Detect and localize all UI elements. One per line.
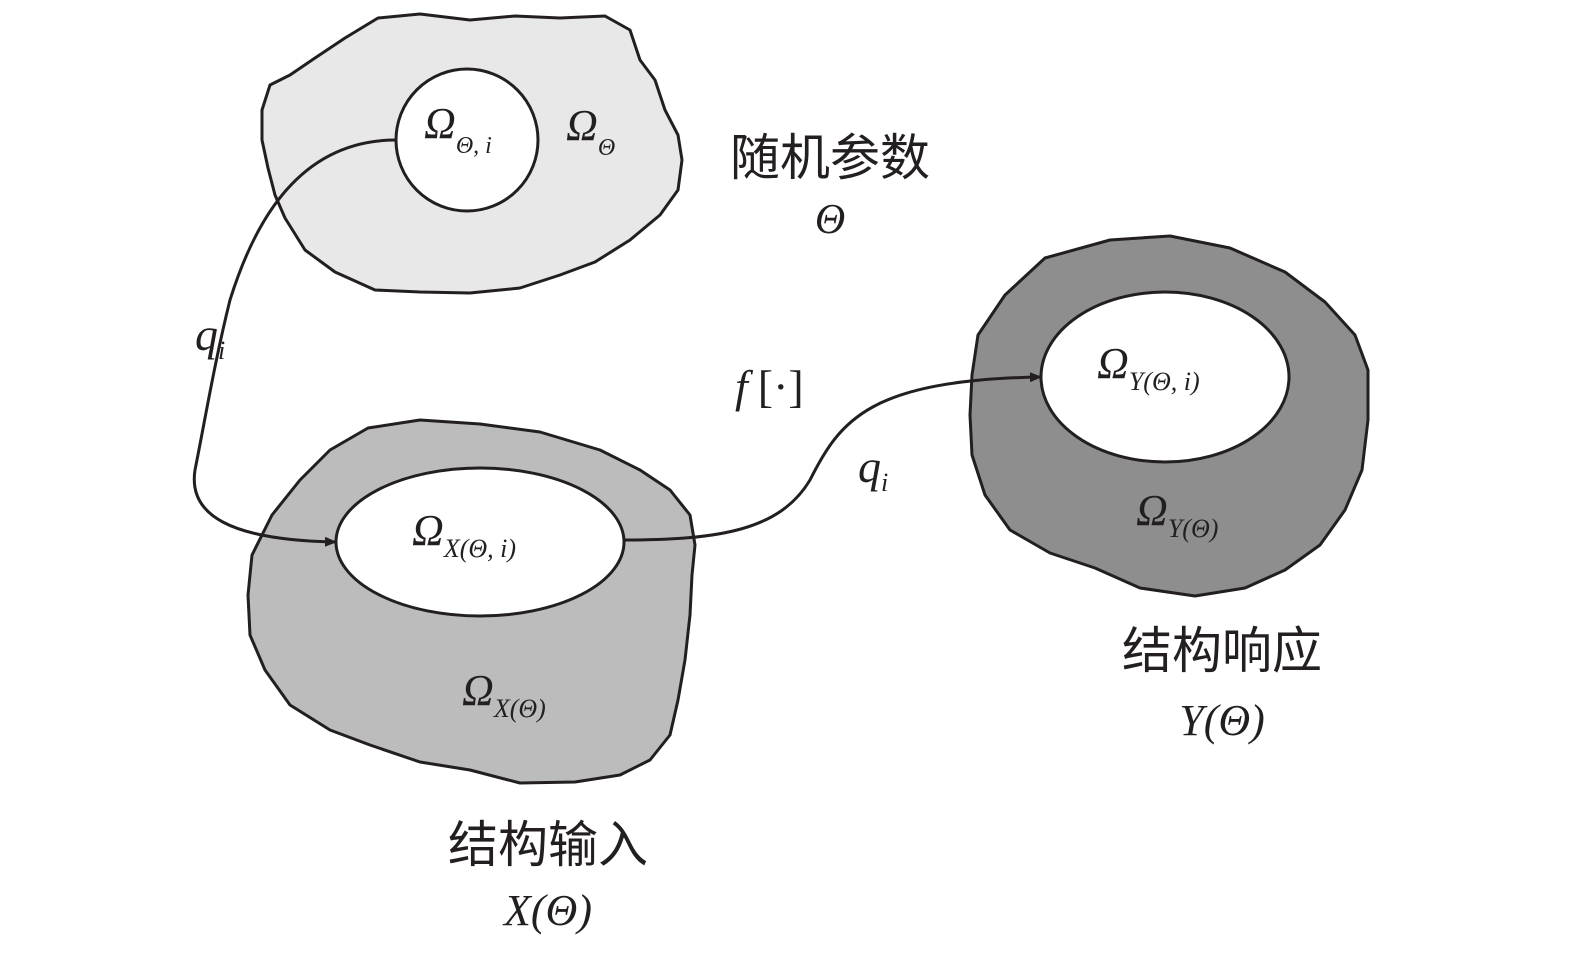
mapping-arrow-x-to-y [623,372,1042,542]
random-parameter-title: 随机参数 [730,129,930,187]
mapping-label-q-i-right: qi [858,441,888,497]
subdomain-label-x-i: ΩX(Θ, i) [412,506,516,563]
mapping-arrow-theta-to-x [192,138,397,547]
domain-label-y: ΩY(Θ) [1136,486,1218,543]
mapping-function-label: f[·] [735,361,804,412]
structural-input-symbol: X(Θ) [502,886,592,935]
structural-input-title: 结构输入 [448,816,648,874]
mapping-label-q-i-left: qi [195,309,225,365]
subdomain-label-theta-i: ΩΘ, i [424,99,492,159]
random-parameter-group: ΩΘ, i ΩΘ 随机参数 Θ [260,12,930,295]
domain-label-theta: ΩΘ [566,101,615,161]
subdomain-label-y-i: ΩY(Θ, i) [1097,339,1200,396]
domain-label-x: ΩX(Θ) [462,666,546,723]
random-parameter-symbol: Θ [815,197,845,243]
structural-response-group: ΩY(Θ, i) ΩY(Θ) 结构响应 Y(Θ) [968,234,1370,745]
structural-response-symbol: Y(Θ) [1179,696,1265,745]
structural-input-group: ΩX(Θ, i) ΩX(Θ) 结构输入 X(Θ) [246,418,697,935]
structural-response-title: 结构响应 [1122,622,1322,680]
